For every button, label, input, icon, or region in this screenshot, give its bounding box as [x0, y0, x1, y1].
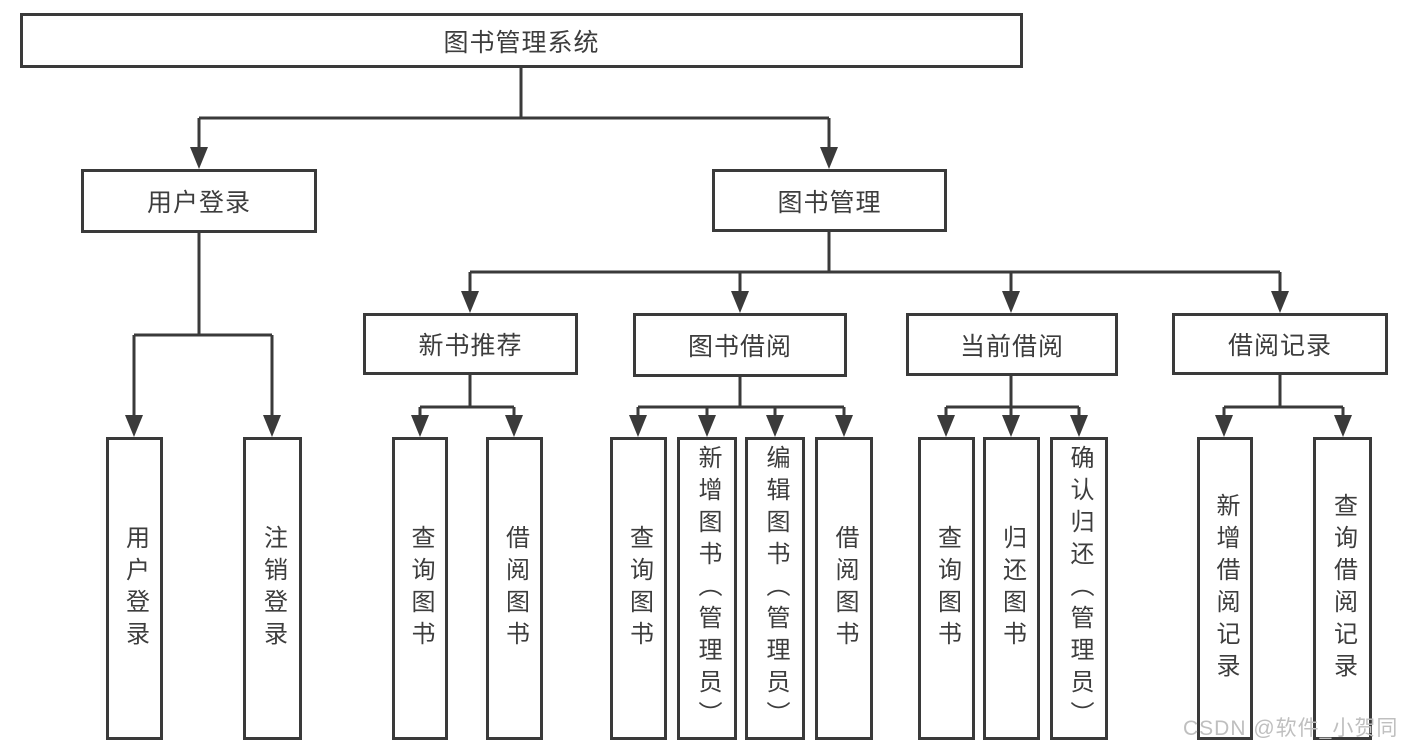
leaf-confirm-return-admin: 确认归还（管理员） — [1050, 437, 1108, 740]
leaf-query-borrow-record: 查询借阅记录 — [1313, 437, 1372, 740]
node-library-management-system: 图书管理系统 — [20, 13, 1023, 68]
node-current-borrowing: 当前借阅 — [906, 313, 1118, 376]
node-user-login: 用户登录 — [81, 169, 317, 233]
leaf-query-books-recommend: 查询图书 — [392, 437, 448, 740]
leaf-logout: 注销登录 — [243, 437, 302, 740]
leaf-query-books-borrowing: 查询图书 — [610, 437, 667, 740]
node-book-borrowing: 图书借阅 — [633, 313, 847, 377]
csdn-watermark: CSDN @软件_小贺同学 — [1183, 717, 1399, 740]
node-book-management: 图书管理 — [712, 169, 947, 232]
leaf-edit-books-admin: 编辑图书（管理员） — [745, 437, 805, 740]
leaf-query-books-current: 查询图书 — [918, 437, 975, 740]
node-borrowing-records: 借阅记录 — [1172, 313, 1388, 375]
leaf-add-books-admin: 新增图书（管理员） — [677, 437, 737, 740]
leaf-borrow-books-recommend: 借阅图书 — [486, 437, 543, 740]
leaf-return-books: 归还图书 — [983, 437, 1040, 740]
leaf-add-borrow-record: 新增借阅记录 — [1197, 437, 1253, 740]
leaf-borrow-books: 借阅图书 — [815, 437, 873, 740]
leaf-user-login: 用户登录 — [106, 437, 163, 740]
node-new-book-recommendation: 新书推荐 — [363, 313, 578, 375]
